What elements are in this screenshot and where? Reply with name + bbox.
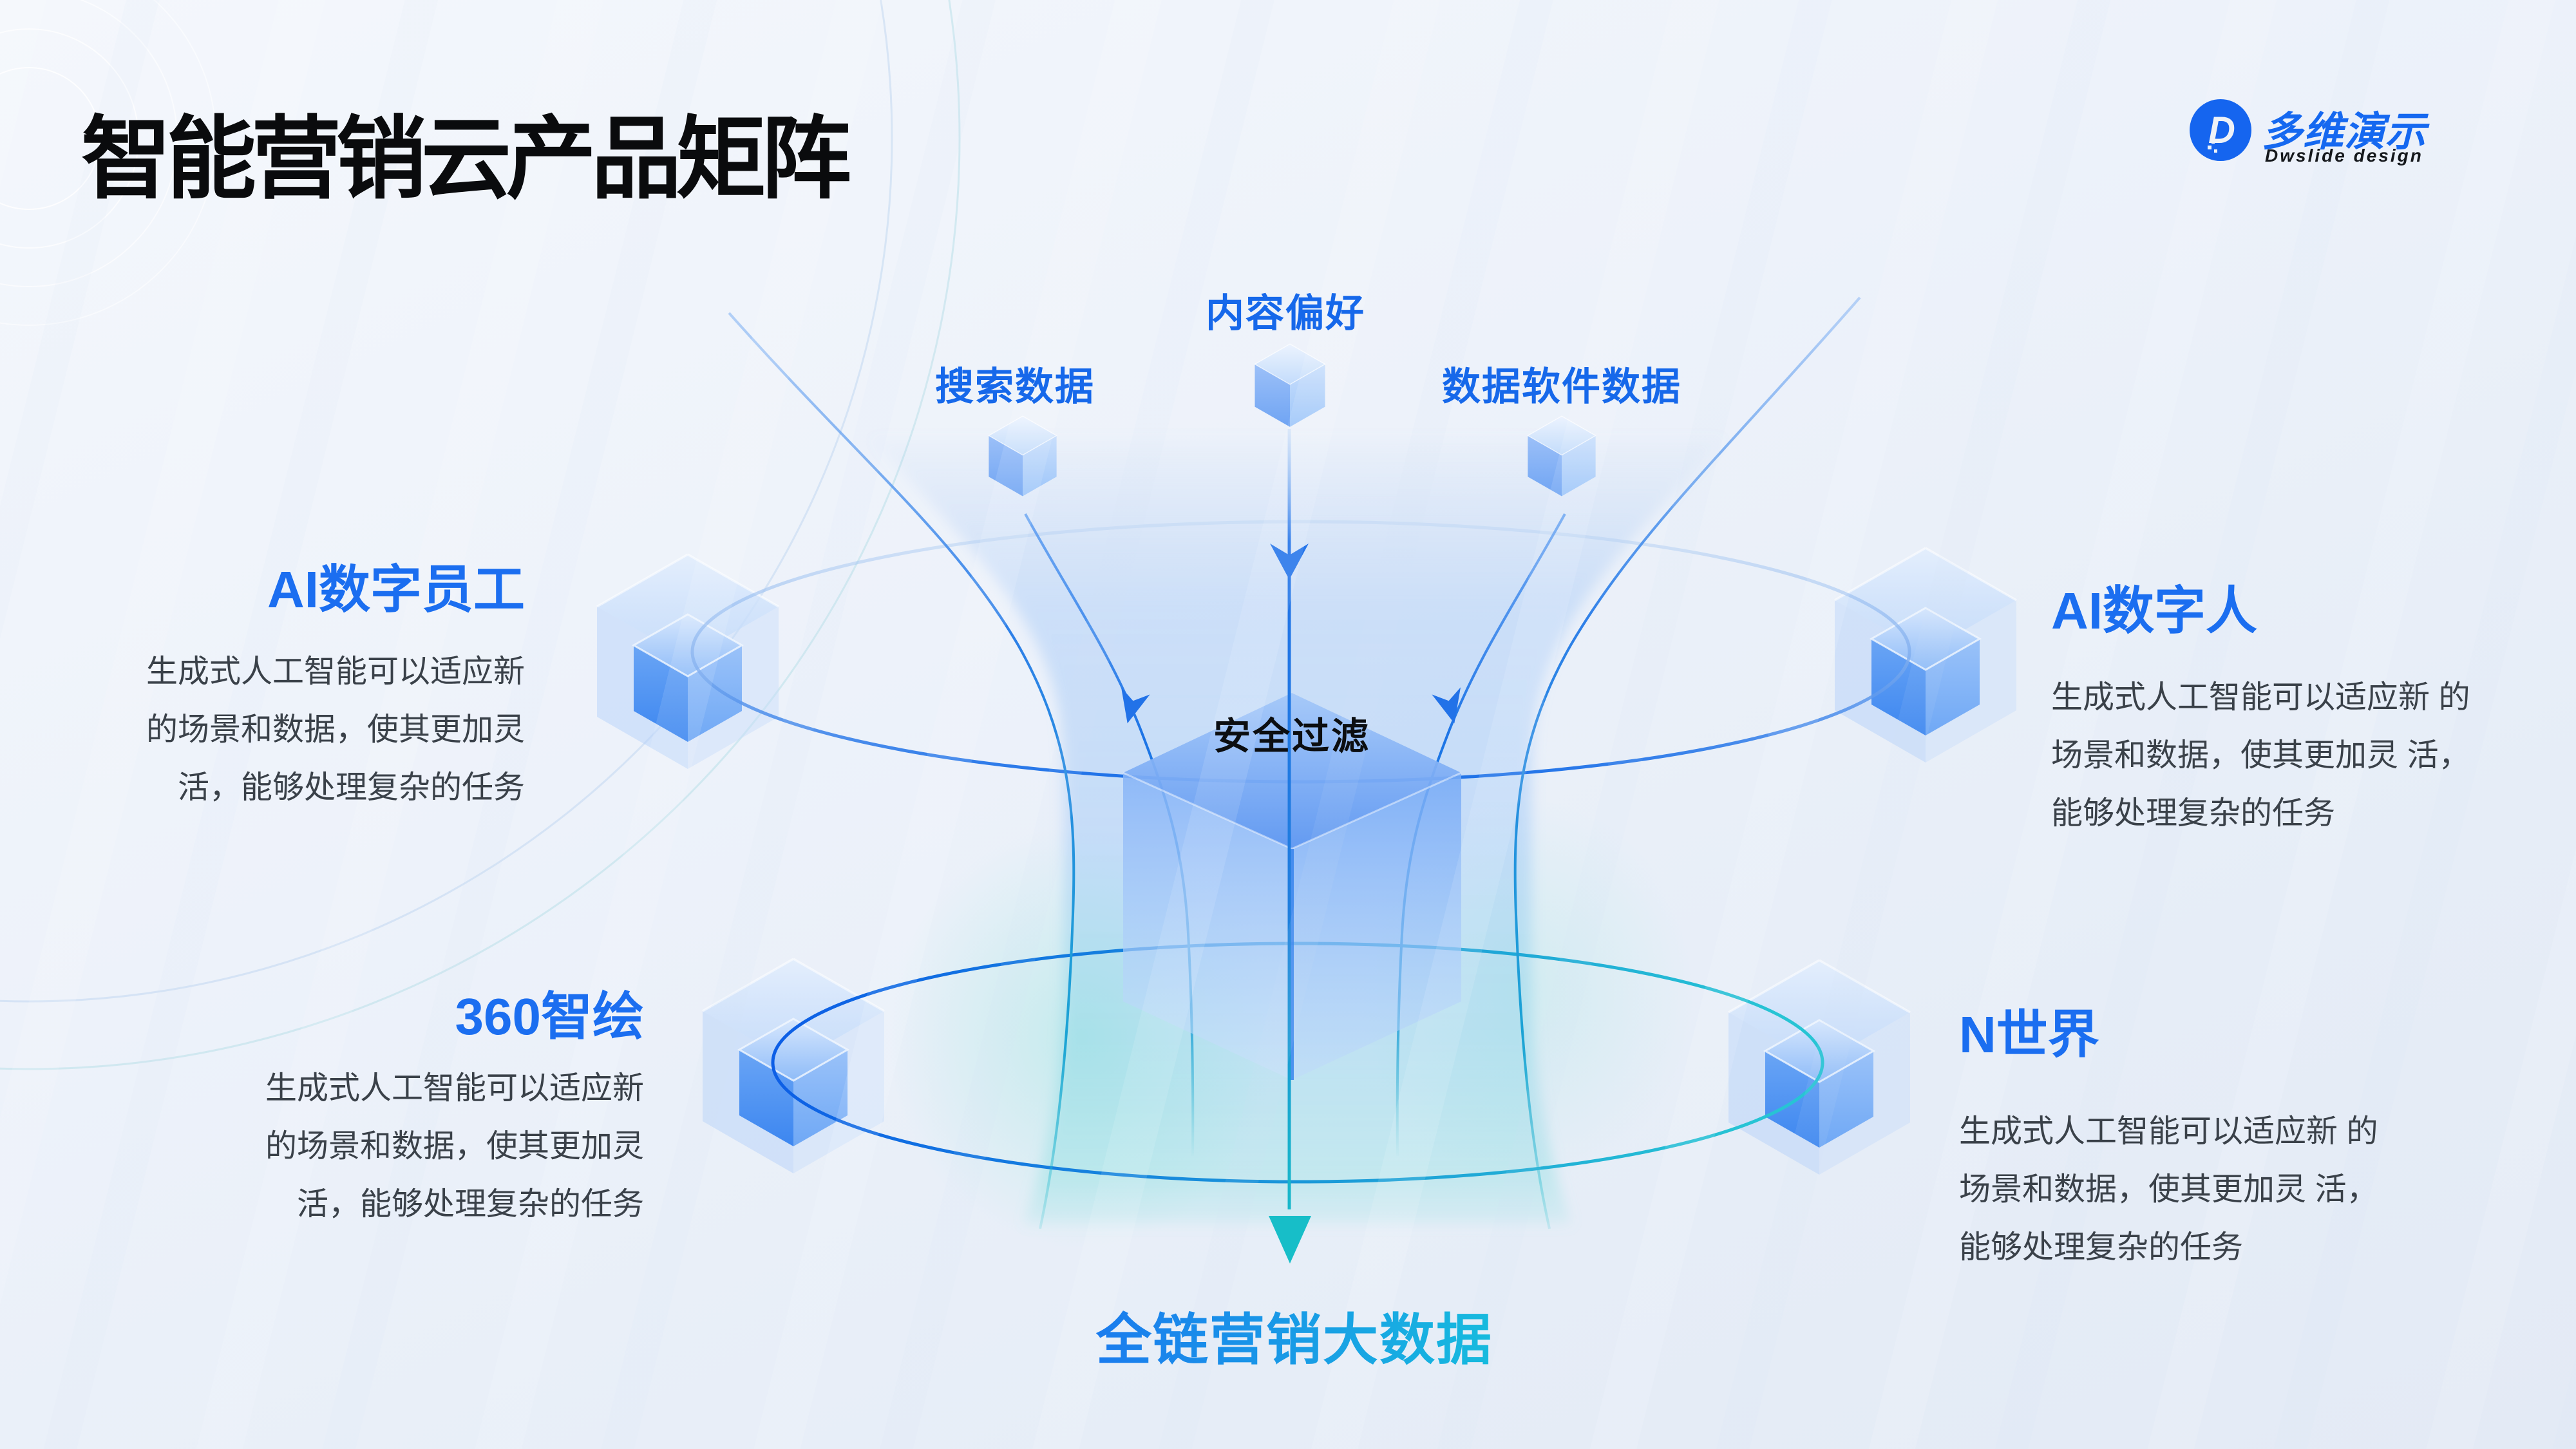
label-search-data: 搜索数据 [935,365,1095,408]
desc-line: 场景和数据，使其更加灵 活， [1959,1172,2378,1207]
desc-line: 场景和数据，使其更加灵 活， [2051,738,2470,773]
central-filter-cube [1122,693,1462,1080]
flow-arrowheads [1121,544,1461,724]
svg-text:D: D [2208,109,2235,151]
cube-content-preference [1254,343,1326,428]
product-desc-360-zhihui: 生成式人工智能可以适应新 的场景和数据，使其更加灵 活，能够处理复杂的任务 [229,1059,644,1233]
desc-line: 的场景和数据，使其更加灵 [265,1129,644,1164]
page-title: 智能营销云产品矩阵 [81,108,851,209]
cube-ai-digital-human [1833,547,2018,764]
desc-line: 生成式人工智能可以适应新 的 [2051,680,2470,715]
desc-line: 生成式人工智能可以适应新 [146,654,525,689]
label-output-bigdata: 全链营销大数据 [972,1294,1616,1375]
product-title-ai-digital-human: AI数字人 [2051,582,2257,639]
desc-line: 能够处理复杂的任务 [1959,1230,2244,1265]
output-arrowhead [1269,1216,1311,1264]
product-title-360-zhihui: 360智绘 [455,988,644,1045]
brand-logo-icon: D [2188,97,2253,164]
product-title-n-world: N世界 [1959,1006,2099,1063]
desc-line: 的场景和数据，使其更加灵 [146,712,525,747]
desc-line: 生成式人工智能可以适应新 的 [1959,1114,2378,1149]
desc-line: 活，能够处理复杂的任务 [296,1187,644,1222]
desc-line: 能够处理复杂的任务 [2051,796,2336,831]
desc-line: 活，能够处理复杂的任务 [177,770,525,805]
product-desc-ai-digital-employee: 生成式人工智能可以适应新 的场景和数据，使其更加灵 活，能够处理复杂的任务 [109,643,525,817]
cube-ai-digital-employee [596,553,780,770]
product-desc-n-world: 生成式人工智能可以适应新 的 场景和数据，使其更加灵 活， 能够处理复杂的任务 [1959,1103,2448,1276]
corner-arcs [0,0,961,1070]
desc-line: 生成式人工智能可以适应新 [265,1071,644,1106]
label-security-filter: 安全过滤 [1213,715,1370,757]
cube-n-world [1727,959,1911,1176]
brand-subtitle: Dwslide design [2265,146,2423,166]
brand-name: 多维演示 [2262,109,2427,155]
cube-360-zhihui [701,958,886,1175]
label-software-data: 数据软件数据 [1442,365,1681,408]
label-content-preference: 内容偏好 [1206,292,1365,335]
product-title-ai-digital-employee: AI数字员工 [267,561,525,618]
product-desc-ai-digital-human: 生成式人工智能可以适应新 的 场景和数据，使其更加灵 活， 能够处理复杂的任务 [2051,668,2541,842]
